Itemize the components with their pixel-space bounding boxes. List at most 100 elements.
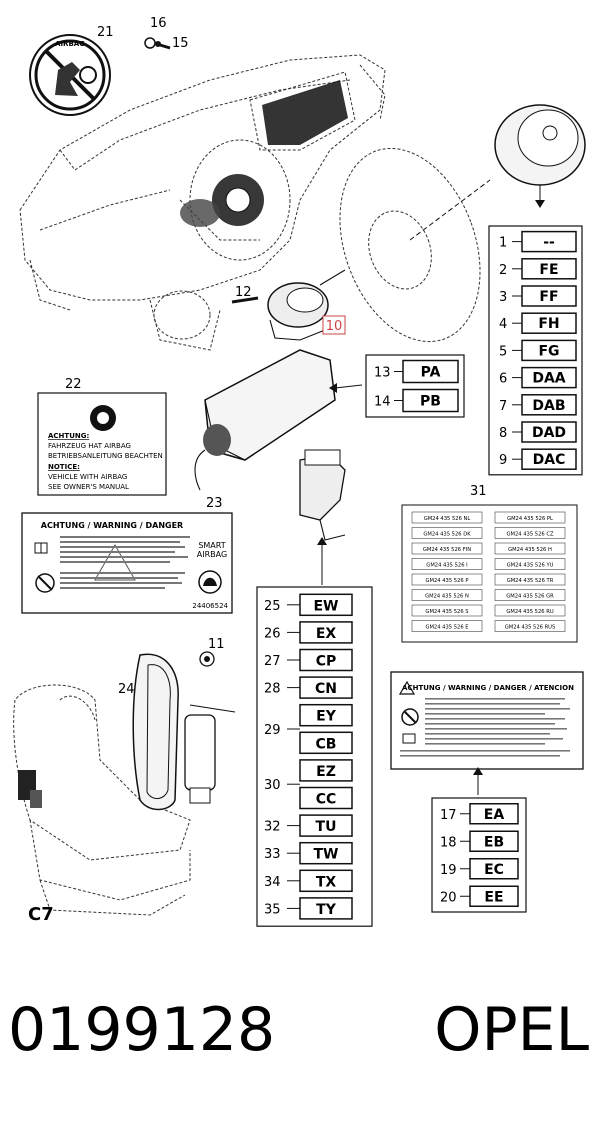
code-label: TW [314, 847, 339, 863]
notice-line-4: NOTICE: [48, 463, 80, 471]
table-row-number: 9 [499, 453, 507, 468]
code-label: DAC [533, 452, 566, 468]
table-row-number: 32 [264, 820, 281, 835]
code-sheet-cell [494, 558, 566, 570]
code-label: EY [316, 709, 337, 725]
code-box [469, 858, 519, 880]
notice-line-6: SEE OWNER'S MANUAL [48, 483, 129, 491]
code-sheet-entry: GM24 435 526 H [508, 547, 552, 553]
code-box [299, 869, 353, 893]
label-31: 31 [470, 484, 487, 499]
code-box [299, 676, 353, 699]
code-box [521, 366, 577, 389]
nut [199, 651, 215, 667]
side-airbag-module [132, 653, 236, 811]
code-label: DAA [532, 371, 565, 387]
code-box [299, 621, 353, 644]
airbag-warning-label: ACHTUNG / WARNING / DANGER SMART AIRBAG … [21, 512, 233, 614]
code-sheet-entry: GM24 435 526 FIN [423, 547, 471, 553]
code-label: FH [538, 316, 559, 332]
code-label: PB [420, 394, 441, 410]
code-sheet-cell [411, 573, 483, 586]
code-sheet-entry: GM24 435 526 YU [507, 563, 554, 569]
table-row-number: 35 [264, 902, 281, 917]
table-row-number: 20 [440, 890, 457, 905]
label-15: 15 [172, 36, 189, 51]
code-box [521, 339, 577, 362]
code-sheet-cell [494, 604, 566, 617]
code-box [299, 814, 353, 837]
warning-label-title: ACHTUNG / WARNING / DANGER [41, 521, 183, 530]
code-sheet-cell [411, 542, 483, 555]
seat-illustration [13, 684, 191, 916]
code-label: EC [484, 862, 504, 878]
airbag-sticker: AIRBAG [29, 34, 111, 116]
code-box [469, 830, 519, 852]
code-box [469, 803, 519, 825]
code-label: EW [313, 598, 338, 614]
code-sheet-cell [494, 511, 566, 524]
code-sheet-cell [494, 573, 566, 586]
code-box [299, 897, 353, 920]
code-label: EX [316, 626, 337, 642]
code-sheet-entry: GM24 435 526 I [426, 563, 468, 569]
label-24: 24 [118, 682, 135, 697]
steering-wheel [339, 147, 491, 343]
code-box [521, 258, 577, 280]
code-label: -- [543, 235, 555, 251]
code-label: FE [539, 262, 558, 278]
code-box [402, 359, 459, 384]
label-16: 16 [150, 16, 167, 31]
notice-line-2: FAHRZEUG HAT AIRBAG [48, 442, 131, 450]
pretensioner-sensor [299, 449, 346, 585]
table-row-number: 3 [499, 290, 507, 305]
notice-line-1: ACHTUNG: [48, 432, 89, 440]
code-box [299, 759, 353, 782]
table-row-number: 18 [440, 835, 457, 850]
code-label: TY [316, 902, 337, 918]
code-sheet-entry: GM24 435 526 S [425, 609, 468, 615]
small-warning-title: ACHTUNG / WARNING / DANGER / ATENCION [402, 684, 574, 692]
code-label: PA [421, 365, 441, 381]
code-box [521, 421, 577, 443]
code-sheet-cell [411, 527, 483, 539]
table-row-number: 25 [264, 599, 281, 614]
code-sheet-entry: GM24 435 526 GR [506, 594, 554, 600]
airbag-notice-label: ACHTUNG: FAHRZEUG HAT AIRBAG BETRIEBSANL… [37, 392, 167, 496]
code-sheet-entry: GM24 435 526 RU [506, 609, 553, 615]
code-label: DAB [532, 398, 565, 414]
label-11: 11 [208, 637, 225, 652]
code-label: CC [316, 792, 337, 808]
label-23: 23 [206, 496, 223, 511]
code-label: EZ [316, 764, 336, 780]
code-sheet-cell [494, 620, 566, 632]
driver-airbag-module [494, 104, 586, 208]
code-label: TX [316, 874, 337, 890]
label-10: 10 [326, 319, 343, 334]
code-sheet-cell [411, 620, 483, 632]
code-box [521, 448, 577, 470]
code-label: EE [484, 889, 503, 905]
code-label: CB [316, 736, 337, 752]
table-row-number: 13 [374, 366, 391, 381]
table-row-number: 28 [264, 682, 281, 697]
table-row-number: 1 [499, 236, 507, 251]
code-sheet-cell [411, 558, 483, 570]
code-label: CN [315, 681, 337, 697]
code-sheet-entry: GM24 435 526 RUS [505, 625, 556, 631]
clock-spring [231, 269, 346, 341]
corner-code: C7 [28, 904, 54, 925]
code-box [299, 731, 353, 755]
code-sheet-cell [411, 511, 483, 524]
code-sheet-entry: GM24 435 526 CZ [506, 532, 553, 538]
small-warning-label: ACHTUNG / WARNING / DANGER / ATENCION [390, 671, 584, 795]
passenger-airbag [194, 349, 363, 491]
table-row-number: 29 [264, 723, 281, 738]
table-row-number: 17 [440, 808, 457, 823]
